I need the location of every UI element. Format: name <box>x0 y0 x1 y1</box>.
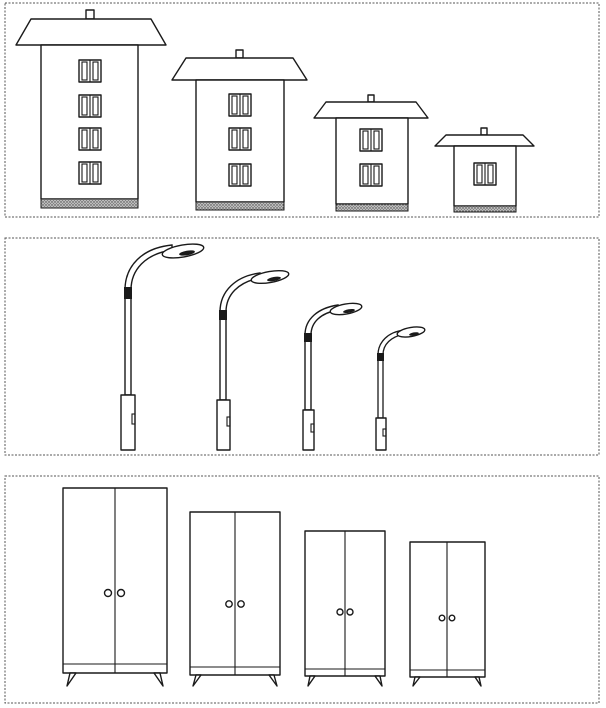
wardrobe-largest <box>62 487 168 687</box>
house-medium <box>313 94 429 212</box>
street-lamp-largest <box>120 243 205 451</box>
street-lamp-medium <box>302 302 363 451</box>
house-largest <box>15 9 167 209</box>
house-window <box>78 59 102 83</box>
house-large <box>171 49 308 211</box>
wardrobe-medium <box>304 530 386 687</box>
house-window <box>228 93 252 117</box>
wardrobe-large <box>189 511 281 687</box>
panel-frame <box>4 475 600 704</box>
panel-frame <box>4 237 600 456</box>
panel-frame <box>4 2 600 218</box>
house-window <box>78 94 102 118</box>
house-window <box>78 127 102 151</box>
panel-wardrobes <box>4 475 600 704</box>
panel-houses <box>4 2 600 218</box>
wardrobe-small <box>409 541 486 687</box>
house-small <box>434 127 535 213</box>
house-window <box>359 163 383 187</box>
house-window <box>78 161 102 185</box>
house-window <box>473 162 497 186</box>
house-window <box>228 163 252 187</box>
house-window <box>228 127 252 151</box>
street-lamp-small <box>375 326 426 451</box>
street-lamp-large <box>216 269 290 451</box>
panel-street-lamps <box>4 237 600 456</box>
house-window <box>359 128 383 152</box>
